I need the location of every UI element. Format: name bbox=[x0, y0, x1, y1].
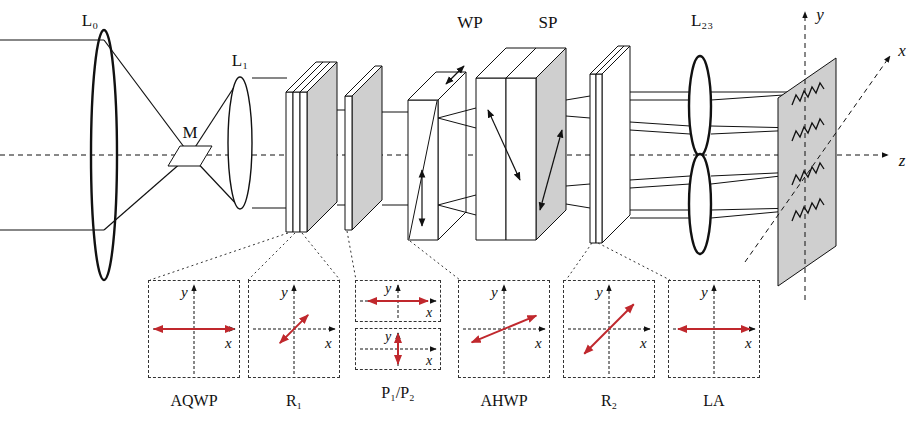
lens-L23 bbox=[689, 56, 711, 156]
axis-label: y bbox=[385, 330, 391, 344]
axis-label: x bbox=[898, 42, 906, 59]
part-label: WP bbox=[457, 14, 483, 31]
polarization-arrow bbox=[472, 316, 537, 343]
leader-lines bbox=[150, 231, 670, 280]
axis-label: x bbox=[225, 336, 232, 351]
plate-face bbox=[286, 92, 293, 232]
inset-box: yxR₂ bbox=[563, 280, 655, 378]
plate-face bbox=[345, 96, 352, 230]
polarization-arrow bbox=[368, 300, 428, 302]
beam bbox=[0, 40, 287, 230]
axis-label: y bbox=[596, 285, 603, 300]
part-label: L₀ bbox=[82, 12, 98, 29]
axis-label: x bbox=[640, 336, 647, 351]
axis-label: x bbox=[535, 336, 542, 351]
component-name: R₁ bbox=[249, 393, 339, 409]
plate-face bbox=[602, 46, 630, 243]
polarization-arrow bbox=[280, 315, 308, 343]
plate-detail bbox=[409, 66, 562, 239]
inset-box: yxR₁ bbox=[248, 280, 340, 378]
axis-label: x bbox=[426, 354, 432, 368]
plate-face bbox=[506, 48, 566, 78]
plate-face bbox=[408, 72, 466, 100]
plate-face bbox=[300, 92, 307, 232]
plate bbox=[596, 46, 630, 243]
component-name: R₂ bbox=[564, 393, 654, 409]
component-name: AQWP bbox=[149, 393, 239, 409]
polarization-arrow bbox=[584, 304, 633, 353]
inset-x-axis bbox=[360, 301, 436, 302]
axis-label: y bbox=[816, 6, 824, 23]
plate-face bbox=[300, 62, 337, 92]
part-label: L₂₃ bbox=[691, 12, 713, 29]
plate-face bbox=[345, 66, 382, 96]
plate-face bbox=[476, 78, 506, 240]
component-name: P₁/P₂ bbox=[356, 385, 440, 401]
axis-label: y bbox=[701, 285, 708, 300]
axis-label: y bbox=[491, 285, 498, 300]
plate-face bbox=[293, 92, 300, 232]
y-axis bbox=[805, 12, 806, 300]
lens-L23 bbox=[689, 154, 711, 254]
plate bbox=[408, 72, 466, 240]
inset-x-axis bbox=[153, 329, 235, 330]
plate bbox=[345, 66, 382, 230]
inset-y-axis bbox=[398, 333, 399, 366]
mask-M bbox=[168, 146, 212, 166]
part-label: L₁ bbox=[232, 52, 248, 69]
plate-face bbox=[596, 46, 630, 74]
plate-face bbox=[408, 100, 438, 240]
polarization-arrow bbox=[397, 334, 399, 364]
x-axis bbox=[745, 56, 890, 262]
plate-face bbox=[536, 48, 566, 240]
inset-box: yxP₁/P₂ bbox=[355, 328, 441, 370]
component-name: AHWP bbox=[459, 393, 549, 409]
axis-label: y bbox=[281, 285, 288, 300]
plate-face bbox=[596, 74, 602, 243]
inset-x-axis bbox=[673, 329, 755, 330]
part-label: M bbox=[182, 124, 197, 141]
inset-box: yxLA bbox=[668, 280, 760, 378]
inset-box: yxAQWP bbox=[148, 280, 240, 378]
detector-plane bbox=[778, 58, 836, 286]
plate-face bbox=[590, 74, 596, 243]
inset-box: yxAHWP bbox=[458, 280, 550, 378]
rays bbox=[337, 92, 798, 218]
polarization-arrow bbox=[154, 328, 234, 330]
part-label: SP bbox=[539, 14, 558, 31]
axis-label: x bbox=[325, 336, 332, 351]
fringes bbox=[792, 83, 824, 221]
plates bbox=[286, 46, 630, 243]
inset-box: yx bbox=[355, 280, 441, 322]
axis-label: z bbox=[899, 152, 906, 169]
lens-L1 bbox=[228, 77, 252, 209]
axis-label: y bbox=[385, 282, 391, 296]
component-name: LA bbox=[669, 393, 759, 409]
plate bbox=[300, 62, 337, 232]
axis-label: y bbox=[181, 285, 188, 300]
polarization-arrow bbox=[678, 328, 750, 330]
lens-L0 bbox=[91, 30, 117, 280]
plate-face bbox=[438, 72, 466, 240]
inset-art bbox=[153, 285, 755, 374]
axis-label: x bbox=[745, 336, 752, 351]
plate bbox=[506, 48, 566, 240]
axis-label: x bbox=[426, 306, 432, 320]
